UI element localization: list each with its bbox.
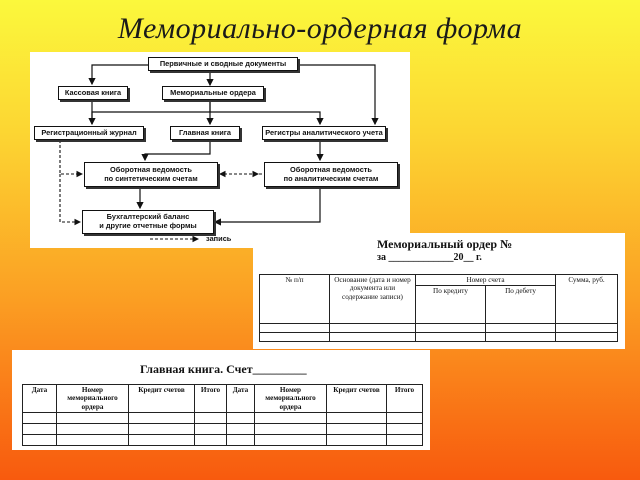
flowchart-connectors (59, 64, 379, 243)
accounting-flowchart: Первичные и сводные документы Кассовая к… (30, 52, 410, 248)
general-ledger-box: Главная книга (170, 126, 240, 140)
memorial-order-period: за _____________20__ г. (377, 252, 482, 263)
balance-sheet-box: Бухгалтерский баланс и другие отчетные ф… (82, 210, 214, 234)
memorial-order-table: № п/п Основание (дата и номер документа … (259, 273, 619, 343)
legend-label: запись (206, 234, 232, 243)
balance-sheet-line1: Бухгалтерский баланс (106, 212, 190, 222)
synthetic-turnover-line1: Оборотная ведомость (110, 164, 192, 174)
primary-documents-box: Первичные и сводные документы (148, 57, 298, 71)
general-ledger-form: Главная книга. Счет_________ Дата Номер … (12, 350, 430, 450)
col-basis-header: Основание (дата и номер документа или со… (329, 273, 416, 325)
ledger-col-total2-header: Итого (386, 384, 423, 413)
col-credit-header: По кредиту (415, 285, 486, 325)
analytic-registers-box: Регистры аналитического учета (262, 126, 386, 140)
synthetic-turnover-line2: по синтетическим счетам (104, 173, 198, 183)
cash-book-box: Кассовая книга (58, 86, 128, 100)
general-ledger-title: Главная книга. Счет_________ (140, 362, 307, 376)
col-number-header: № п/п (259, 273, 330, 325)
balance-sheet-line2: и другие отчетные формы (99, 221, 197, 230)
table-row (22, 434, 423, 446)
synthetic-turnover-box: Оборотная ведомость по синтетическим сче… (84, 162, 218, 187)
registration-journal-box: Регистрационный журнал (34, 126, 144, 140)
col-debit-header: По дебету (484, 285, 557, 325)
table-row (259, 332, 619, 343)
analytic-turnover-box: Оборотная ведомость по аналитическим сче… (264, 162, 398, 187)
slide-title: Мемориально-ордерная форма (117, 12, 523, 45)
general-ledger-table: Дата Номер мемориального ордера Кредит с… (22, 384, 423, 446)
table-row (22, 423, 423, 435)
analytic-turnover-line1: Оборотная ведомость (290, 164, 372, 174)
table-row (259, 323, 619, 334)
ledger-col-date2-header: Дата (226, 384, 255, 413)
ledger-col-order-header: Номер мемориального ордера (56, 384, 129, 413)
memorial-order-title: Мемориальный ордер № (377, 237, 513, 251)
ledger-col-date-header: Дата (22, 384, 57, 413)
ledger-col-total-header: Итого (194, 384, 227, 413)
col-sum-header: Сумма, руб. (555, 273, 619, 325)
ledger-col-credit2-header: Кредит счетов (326, 384, 387, 413)
ledger-col-order2-header: Номер мемориального ордера (254, 384, 327, 413)
table-row (22, 412, 423, 424)
ledger-col-credit-header: Кредит счетов (128, 384, 195, 413)
analytic-turnover-line2: по аналитическим счетам (283, 173, 379, 183)
col-account-number-header: Номер счета (414, 273, 557, 287)
memorial-orders-box: Мемориальные ордера (162, 86, 264, 100)
memorial-order-form: Мемориальный ордер № за _____________20_… (253, 233, 625, 349)
